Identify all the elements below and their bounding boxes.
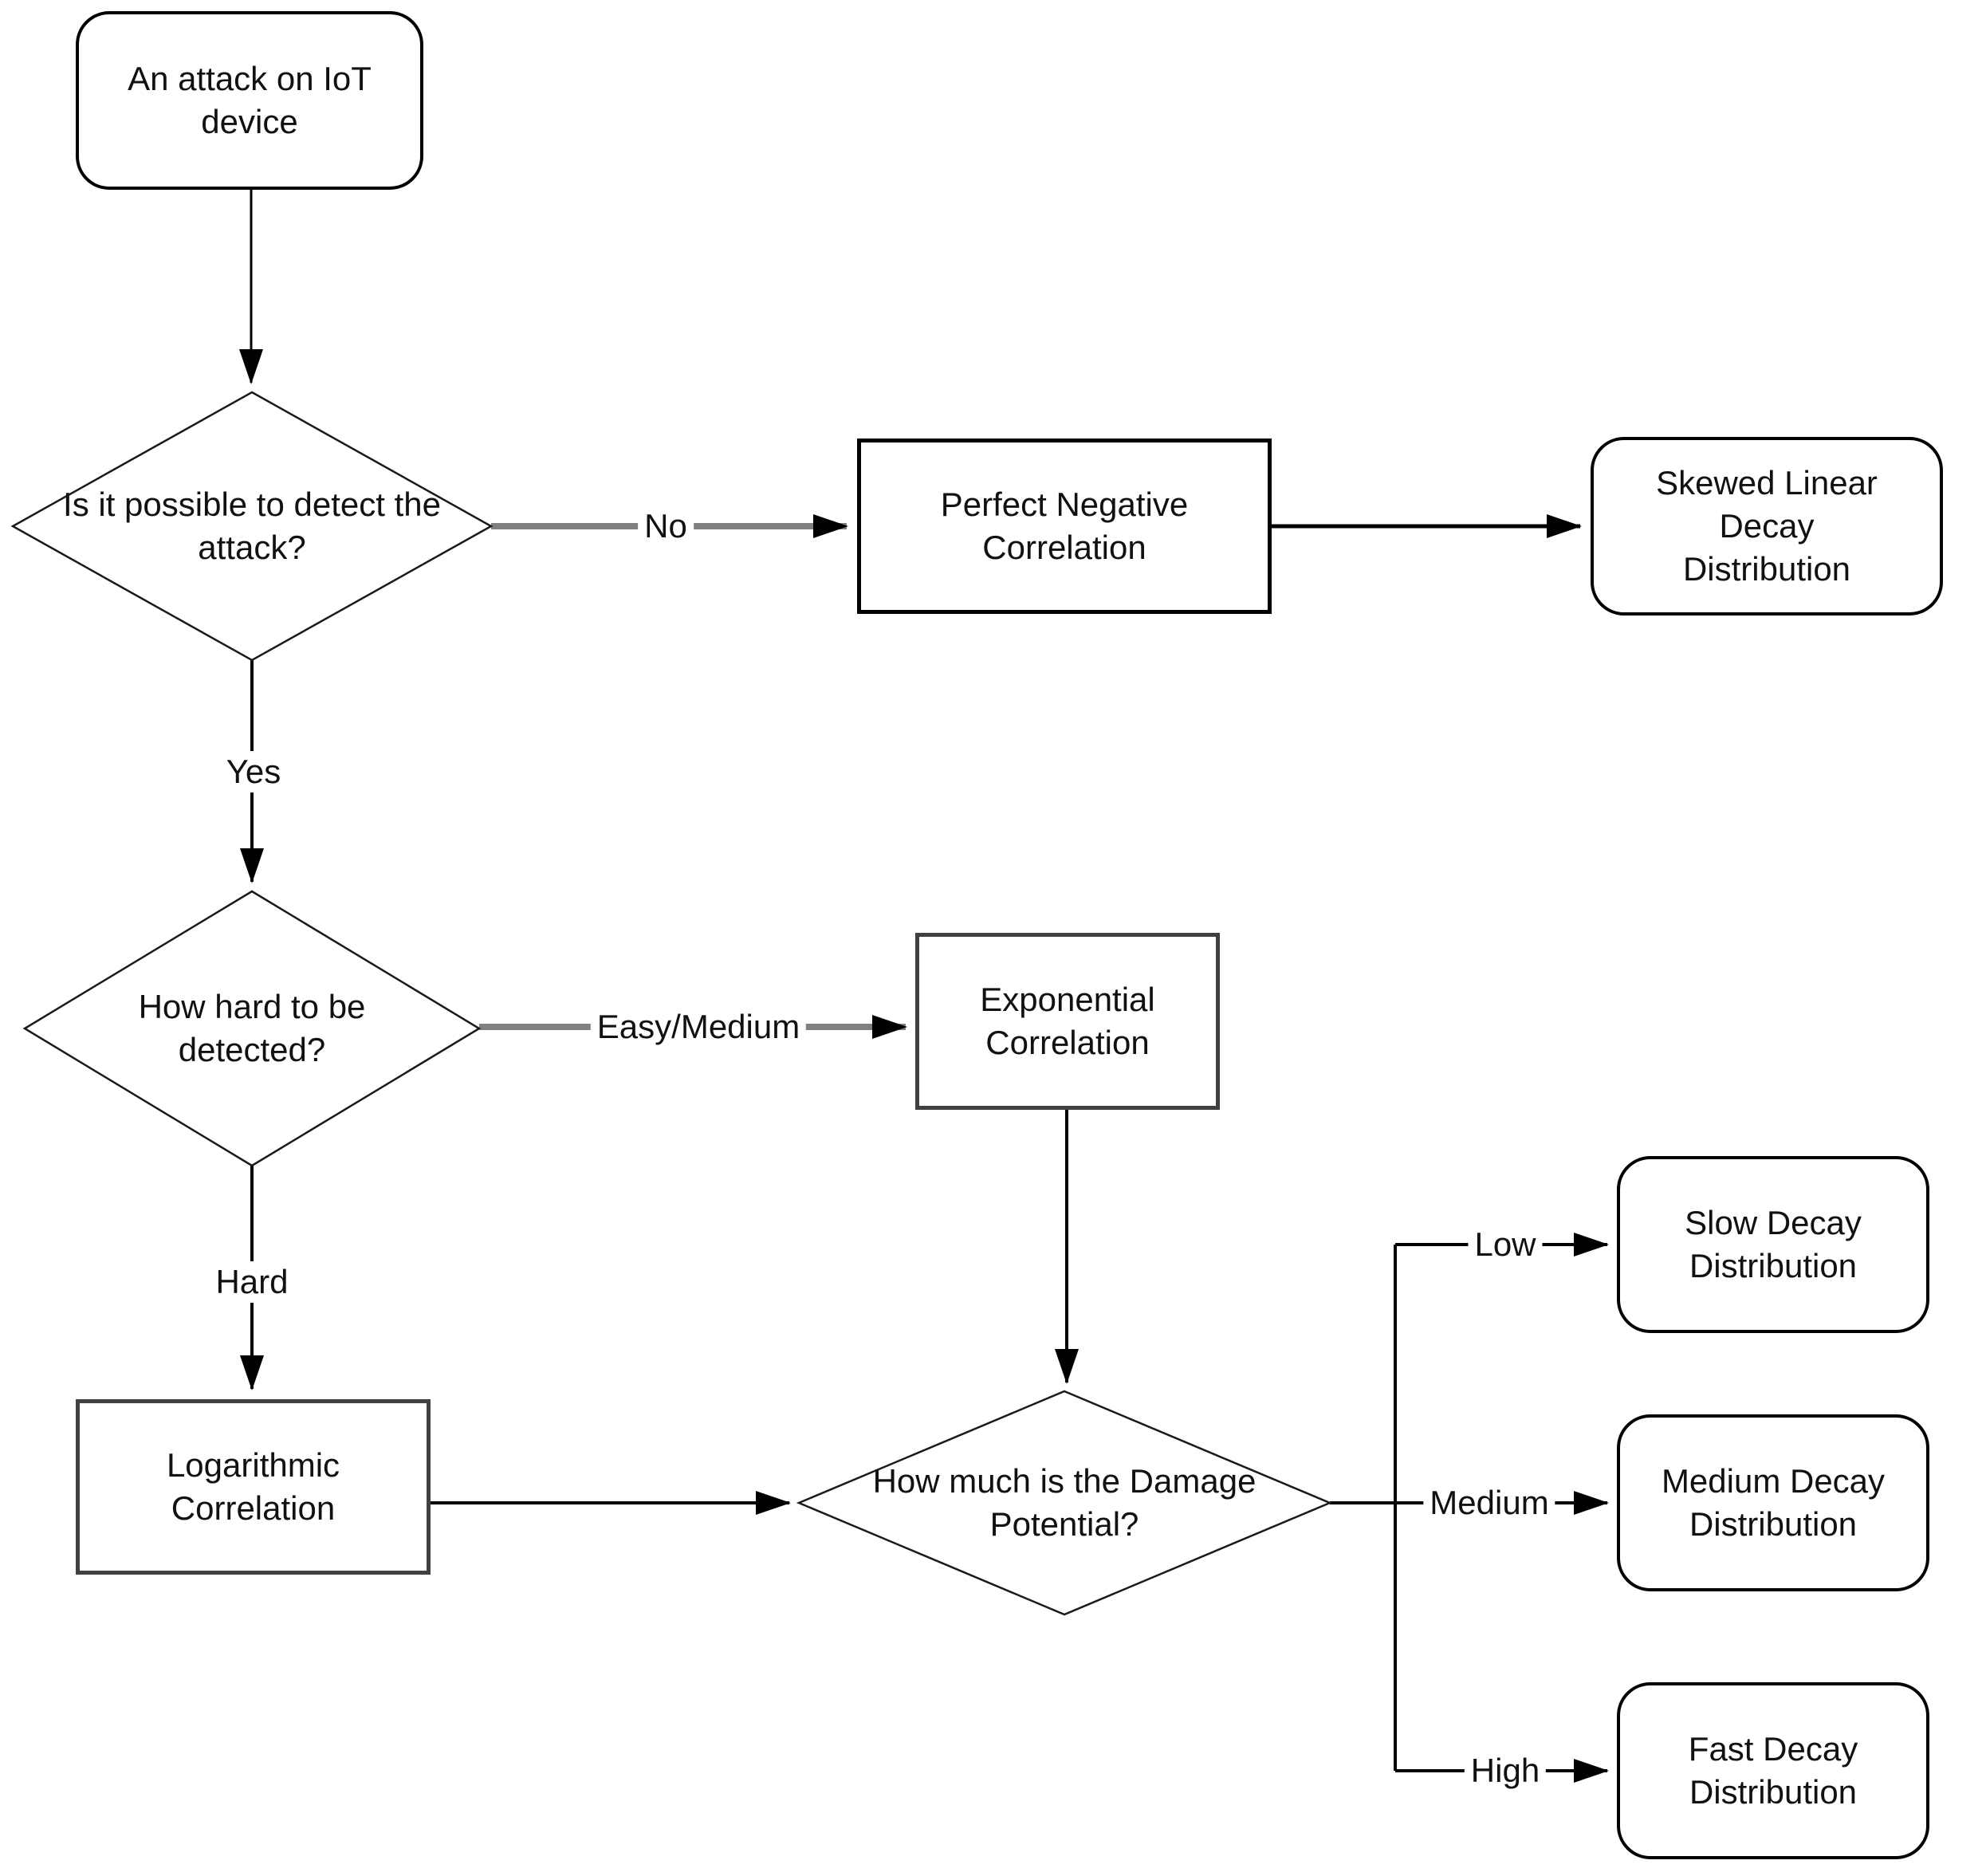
node-logarithmic-correlation-label: Logarithmic Correlation	[166, 1446, 340, 1527]
decision-detect-possible: Is it possible to detect the attack?	[13, 392, 491, 660]
edge-label-hard: Hard	[209, 1261, 295, 1303]
node-skewed-linear-decay-distribution: Skewed Linear Decay Distribution	[1591, 437, 1943, 616]
edge-label-low: Low	[1468, 1224, 1543, 1265]
node-logarithmic-correlation: Logarithmic Correlation	[76, 1399, 431, 1575]
edge-label-yes: Yes	[219, 751, 288, 792]
node-fast-decay-distribution-label: Fast Decay Distribution	[1688, 1730, 1858, 1811]
decision-detect-shape	[10, 391, 494, 662]
node-slow-decay-distribution-label: Slow Decay Distribution	[1685, 1204, 1862, 1284]
node-medium-decay-distribution: Medium Decay Distribution	[1617, 1414, 1929, 1591]
node-perfect-negative-correlation: Perfect Negative Correlation	[857, 439, 1272, 614]
node-attack-start-label: An attack on IoT device	[128, 60, 372, 140]
node-perfect-negative-correlation-label: Perfect Negative Correlation	[940, 486, 1189, 566]
decision-hardness-shape	[22, 890, 482, 1167]
node-attack-start: An attack on IoT device	[76, 11, 423, 190]
edge-label-medium: Medium	[1423, 1482, 1555, 1524]
node-exponential-correlation-label: Exponential Correlation	[980, 981, 1155, 1061]
node-medium-decay-distribution-label: Medium Decay Distribution	[1661, 1462, 1886, 1543]
decision-damage-potential: How much is the Damage Potential?	[799, 1391, 1330, 1614]
edge-label-no: No	[638, 505, 694, 547]
decision-detect-possible-label: Is it possible to detect the attack?	[63, 486, 441, 566]
decision-damage-potential-label: How much is the Damage Potential?	[872, 1462, 1256, 1543]
node-fast-decay-distribution: Fast Decay Distribution	[1617, 1682, 1929, 1859]
decision-how-hard-detected: How hard to be detected?	[25, 891, 479, 1166]
decision-how-hard-detected-label: How hard to be detected?	[138, 988, 366, 1068]
decision-damage-shape	[796, 1390, 1333, 1616]
node-slow-decay-distribution: Slow Decay Distribution	[1617, 1156, 1929, 1333]
node-exponential-correlation: Exponential Correlation	[915, 933, 1220, 1110]
edge-label-easy-medium: Easy/Medium	[590, 1006, 807, 1048]
edge-label-high: High	[1464, 1750, 1547, 1791]
node-skewed-linear-decay-distribution-label: Skewed Linear Decay Distribution	[1656, 464, 1878, 588]
